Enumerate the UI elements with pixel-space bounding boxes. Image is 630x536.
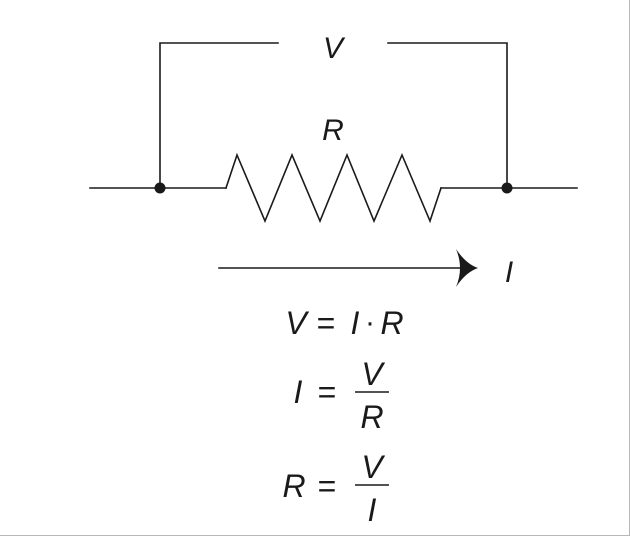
eq1-dot: ·	[365, 306, 375, 339]
junction-node-right	[501, 182, 513, 194]
voltage-label: V	[323, 32, 346, 65]
current-arrow-head	[456, 249, 478, 287]
eq1-lhs: V	[285, 305, 309, 341]
voltage-bracket-left	[159, 42, 279, 189]
junction-node-left	[154, 182, 166, 194]
eq1-current: I	[351, 305, 360, 341]
equation-resistance: R = V I	[282, 449, 389, 528]
equation-current: I = V R	[294, 356, 389, 435]
eq3-numerator: V	[361, 449, 385, 485]
resistor-zigzag	[224, 152, 443, 224]
eq1-resistance: R	[380, 305, 403, 341]
eq2-equals: =	[318, 374, 337, 410]
current-label: I	[505, 256, 513, 289]
eq2-numerator: V	[361, 356, 385, 392]
eq1-equals: =	[317, 305, 336, 341]
eq3-lhs: R	[282, 468, 305, 504]
equation-ohms-law: V = I · R	[285, 305, 403, 341]
eq3-equals: =	[318, 468, 337, 504]
eq2-denominator: R	[360, 399, 383, 435]
eq2-lhs: I	[294, 374, 303, 410]
voltage-bracket-right	[387, 42, 508, 189]
eq3-denominator: I	[368, 492, 377, 528]
resistance-label: R	[322, 114, 344, 147]
